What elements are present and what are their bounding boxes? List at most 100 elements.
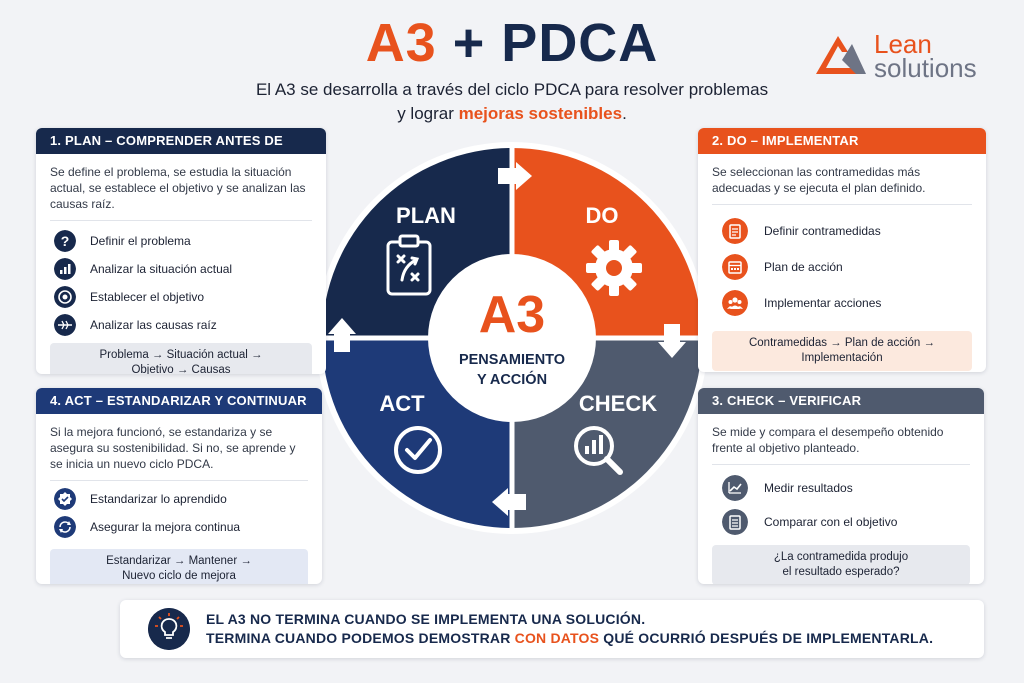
list-item: Analizar las causas raíz	[36, 311, 326, 339]
target-icon	[54, 286, 76, 308]
wheel-label-act: ACT	[379, 391, 425, 416]
cycle-icon	[54, 516, 76, 538]
list-item: Medir resultados	[698, 471, 984, 505]
strategy-clipboard-icon	[386, 234, 432, 296]
card-do: 2. DO – IMPLEMENTAR Se seleccionan las c…	[698, 128, 986, 372]
card-check: 3. CHECK – VERIFICAR Se mide y compara e…	[698, 388, 984, 584]
card-plan-summary: Problema → Situación actual → Objetivo →…	[50, 343, 312, 374]
logo-text-solutions: solutions	[874, 53, 977, 83]
wheel-label-do: DO	[585, 203, 619, 228]
summary-line1: ¿La contramedida produjo	[773, 551, 909, 563]
card-check-title: 3. CHECK – VERIFICAR	[698, 388, 984, 414]
item-label: Asegurar la mejora continua	[90, 520, 241, 534]
card-act-description: Si la mejora funcionó, se estandariza y …	[50, 425, 296, 471]
summary-line2: Implementación	[801, 352, 883, 364]
card-plan-title: 1. PLAN – COMPRENDER ANTES DE ACTUAR	[36, 128, 326, 174]
subtitle-highlight: mejoras sostenibles	[458, 104, 623, 123]
checklist-icon	[722, 509, 748, 535]
divider	[50, 220, 312, 221]
wheel-label-check: CHECK	[578, 391, 658, 416]
arrow-do-to-check-icon	[658, 324, 686, 358]
wheel-center	[428, 254, 596, 422]
subtitle-line1: El A3 se desarrolla a través del ciclo P…	[255, 80, 769, 99]
card-do-description: Se seleccionan las contramedidas más ade…	[712, 165, 926, 195]
arrow-check-to-act-icon	[492, 488, 526, 516]
wheel-center-title: A3	[478, 286, 546, 344]
card-do-title: 2. DO – IMPLEMENTAR	[698, 128, 986, 154]
summary-line1: Contramedidas → Plan de acción →	[748, 337, 935, 349]
summary-line2: Objetivo → Causas	[131, 364, 231, 374]
wheel-label-plan: PLAN	[396, 203, 456, 228]
arrow-act-to-plan-icon	[328, 318, 356, 352]
card-check-description: Se mide y compara el desempeño obtenido …	[712, 425, 944, 455]
footer-highlight: CON DATOS	[514, 630, 600, 646]
list-item: Comparar con el objetivo	[698, 505, 984, 539]
title-plus: +	[452, 13, 486, 73]
arrow-plan-to-do-icon	[498, 162, 532, 190]
lean-solutions-logo: Lean solutions	[812, 30, 1012, 82]
item-label: Plan de acción	[764, 260, 843, 274]
summary-line2: Nuevo ciclo de mejora	[122, 570, 236, 582]
page-title: A3 + PDCA	[0, 12, 1024, 74]
check-circle-icon	[394, 426, 442, 474]
wheel-center-line1: PENSAMIENTO	[458, 352, 566, 368]
divider	[50, 480, 308, 481]
summary-line1: Problema → Situación actual →	[99, 349, 263, 361]
card-act: 4. ACT – ESTANDARIZAR Y CONTINUAR Si la …	[36, 388, 322, 584]
footer-line2: TERMINA CUANDO PODEMOS DEMOSTRAR CON DAT…	[206, 630, 933, 646]
page-subtitle: El A3 se desarrolla a través del ciclo P…	[212, 78, 812, 126]
card-do-summary: Contramedidas → Plan de acción → Impleme…	[712, 331, 972, 371]
list-item: Analizar la situación actual	[36, 255, 326, 283]
title-pdca: PDCA	[501, 13, 659, 73]
gear-icon	[586, 240, 642, 296]
fishbone-icon	[54, 314, 76, 336]
svg-text:?: ?	[61, 233, 70, 249]
list-item: Implementar acciones	[698, 285, 986, 321]
list-item: ? Definir el problema	[36, 227, 326, 255]
lightbulb-icon	[148, 608, 190, 650]
bar-chart-icon	[54, 258, 76, 280]
item-label: Establecer el objetivo	[90, 290, 205, 304]
calendar-icon	[722, 254, 748, 280]
subtitle-line2-pre: y lograr	[397, 104, 459, 123]
subtitle-line2-post: .	[622, 104, 627, 123]
question-icon: ?	[54, 230, 76, 252]
logo-mountain-icon	[816, 36, 866, 74]
pdca-wheel	[316, 142, 708, 534]
item-label: Definir contramedidas	[764, 224, 881, 238]
wheel-center-line2: Y ACCIÓN	[476, 372, 548, 388]
footer-line1: EL A3 NO TERMINA CUANDO SE IMPLEMENTA UN…	[206, 611, 646, 627]
item-label: Estandarizar lo aprendido	[90, 492, 227, 506]
subtitle-line2: y lograr mejoras sostenibles.	[212, 102, 812, 126]
footer-line2-pre: TERMINA CUANDO PODEMOS DEMOSTRAR	[206, 630, 515, 646]
item-label: Implementar acciones	[764, 296, 882, 310]
item-label: Analizar las causas raíz	[90, 318, 217, 332]
item-label: Definir el problema	[90, 234, 191, 248]
magnifier-chart-icon	[574, 426, 623, 475]
badge-check-icon	[54, 488, 76, 510]
list-item: Establecer el objetivo	[36, 283, 326, 311]
card-check-summary: ¿La contramedida produjo el resultado es…	[712, 545, 970, 584]
title-a3: A3	[365, 13, 437, 73]
divider	[712, 204, 972, 205]
team-icon	[722, 290, 748, 316]
line-chart-icon	[722, 475, 748, 501]
card-act-summary: Estandarizar → Mantener → Nuevo ciclo de…	[50, 549, 308, 584]
list-item: Definir contramedidas	[698, 213, 986, 249]
list-item: Estandarizar lo aprendido	[36, 485, 322, 513]
summary-line1: Estandarizar → Mantener →	[106, 555, 252, 567]
card-plan-description: Se define el problema, se estudia la sit…	[50, 165, 306, 211]
list-item: Plan de acción	[698, 249, 986, 285]
item-label: Medir resultados	[764, 481, 853, 495]
wheel-center-subtitle: PENSAMIENTO Y ACCIÓN	[432, 350, 592, 390]
clipboard-icon	[722, 218, 748, 244]
divider	[712, 464, 970, 465]
item-label: Comparar con el objetivo	[764, 515, 898, 529]
item-label: Analizar la situación actual	[90, 262, 233, 276]
card-plan: 1. PLAN – COMPRENDER ANTES DE ACTUAR Se …	[36, 128, 326, 374]
card-act-title: 4. ACT – ESTANDARIZAR Y CONTINUAR	[36, 388, 322, 414]
footer-line2-post: QUÉ OCURRIÓ DESPUÉS DE IMPLEMENTARLA.	[599, 630, 934, 646]
list-item: Asegurar la mejora continua	[36, 513, 322, 541]
summary-line2: el resultado esperado?	[782, 566, 900, 578]
logo-text-lean: Lean	[874, 29, 932, 59]
